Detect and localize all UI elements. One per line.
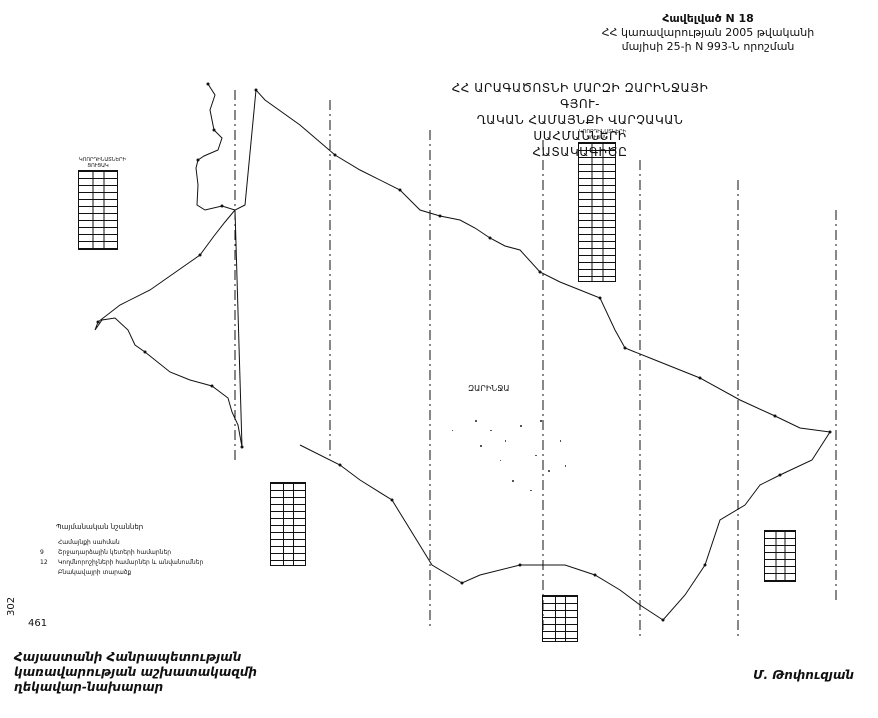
settlement-area-dots (452, 420, 566, 491)
coordinates-table-bottom-left (270, 482, 306, 566)
legend: Պայմանական նշաններ Համայնքի սահման 9 Շրջ… (40, 522, 240, 578)
appendix-decision-line: ՀՀ կառավարության 2005 թվականի (601, 26, 815, 39)
coordinates-table-left: ԿՈՈՐԴԻՆԱՏՆԵՐԻ ՑՈՒՑԱԿ (78, 157, 126, 250)
coordinates-table-bottom-center (542, 595, 578, 642)
signatory-name: Մ. Թոփուզյան (753, 668, 854, 682)
appendix-header: Հավելված N 18 ՀՀ կառավարության 2005 թվակ… (578, 12, 838, 54)
legend-item: 9 Շրջադարձային կետերի համարներ (40, 549, 172, 556)
appendix-date-line: մայիսի 25-ի N 993-Ն որոշման (621, 40, 795, 53)
map-title-line-1: ՀՀ ԱՐԱԳԱԾՈՏՆԻ ՄԱՐԶԻ ԶԱՐԻՆՋԱՅԻ ԳՅՈՒ- (451, 81, 709, 111)
signatory-title-line-1: Հայաստանի Հանրապետության (14, 650, 242, 664)
settlement-label: ԶԱՐԻՆՋԱ (468, 384, 510, 393)
grid-lines (234, 90, 837, 640)
community-boundary-line (94, 83, 831, 621)
signatory-title-line-2: կառավարության աշխատակազմի (14, 665, 257, 679)
map-title-line-2: ՂԱԿԱՆ ՀԱՄԱՅՆՔԻ ՎԱՐՉԱԿԱՆ ՍԱՀՄԱՆՆԵՐԻ (476, 113, 684, 143)
margin-number: 461 (28, 618, 48, 629)
appendix-number: Հավելված N 18 (662, 12, 754, 25)
legend-item: Բնակավայրի տարածք (58, 569, 132, 576)
coordinates-table-left-caption: ԿՈՈՐԴԻՆԱՏՆԵՐԻ ՑՈՒՑԱԿ (79, 157, 126, 169)
legend-title: Պայմանական նշաններ (56, 523, 144, 531)
coordinates-table-top-right: ԿՈՈՐԴԻՆԱՏՆԵՐԻ ՑՈՒՑԱԿ (578, 129, 626, 282)
signatory-title: Հայաստանի Հանրապետության կառավարության ա… (14, 650, 257, 695)
signatory-title-line-3: ղեկավար-նախարար (14, 680, 164, 694)
coordinates-table-bottom-right (764, 530, 796, 582)
legend-item: 12 Կողմնորոշիչների համարներ և անվանումնե… (40, 559, 204, 566)
margin-number-vertical: 302 (6, 596, 17, 616)
legend-item: Համայնքի սահման (58, 539, 120, 546)
coordinates-table-top-right-caption: ԿՈՈՐԴԻՆԱՏՆԵՐԻ ՑՈՒՑԱԿ (579, 129, 626, 141)
boundary-point-markers (96, 82, 832, 622)
